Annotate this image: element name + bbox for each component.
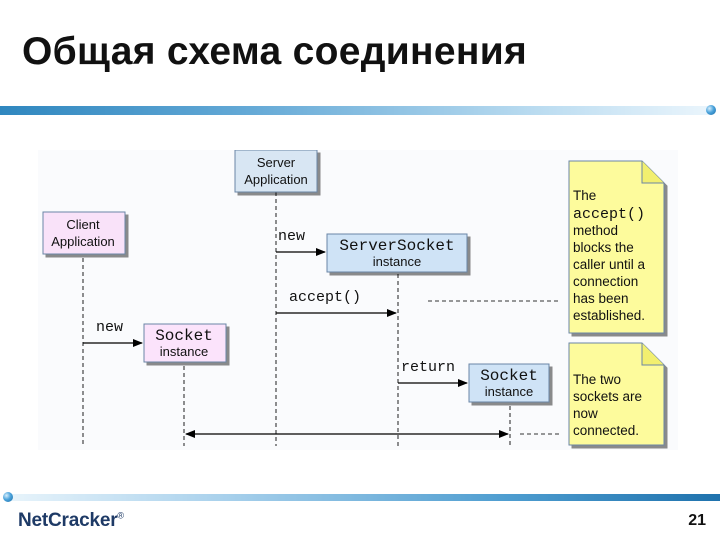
- accept-note-line6: connection: [573, 274, 638, 289]
- server-socket-label-line2: instance: [373, 254, 421, 269]
- message-return-socket-label: return: [401, 359, 455, 376]
- accept-note-line1: The: [573, 188, 596, 203]
- server-conn-socket-instance-box: Socket instance: [468, 363, 550, 403]
- slide-title: Общая схема соединения: [22, 30, 528, 73]
- server-app-label-line2: Application: [244, 172, 308, 187]
- accept-note-line8: established.: [573, 308, 645, 323]
- server-socket-instance-box: ServerSocket instance: [326, 233, 468, 273]
- netcracker-logo: NetCracker®: [18, 510, 124, 532]
- connected-note-line4: connected.: [573, 423, 639, 438]
- accept-note-line5: caller until a: [573, 257, 646, 272]
- server-socket-label-line1: ServerSocket: [339, 237, 454, 255]
- server-app-label-line1: Server: [257, 155, 296, 170]
- message-new-server-socket-label: new: [278, 228, 305, 245]
- client-socket-label-line2: instance: [160, 344, 208, 359]
- message-new-server-socket: new: [276, 228, 326, 256]
- client-socket-label-line1: Socket: [155, 327, 213, 345]
- footer-divider-dot: [3, 492, 13, 502]
- client-socket-instance-box: Socket instance: [143, 323, 227, 363]
- logo-part2: Cracker: [48, 510, 118, 531]
- server-conn-socket-label-line2: instance: [485, 384, 533, 399]
- logo-registered-mark: ®: [117, 510, 124, 521]
- page-number: 21: [688, 512, 706, 529]
- title-divider-bar: [0, 106, 710, 115]
- message-new-client-socket: new: [83, 319, 143, 347]
- message-new-client-socket-label: new: [96, 319, 123, 336]
- connected-note: The two sockets are now connected.: [568, 342, 665, 446]
- accept-note-line3: method: [573, 223, 618, 238]
- connected-note-line2: sockets are: [573, 389, 642, 404]
- message-return-socket: return: [398, 359, 468, 387]
- accept-note-line7: has been: [573, 291, 629, 306]
- server-conn-socket-label-line1: Socket: [480, 367, 538, 385]
- message-accept-call: accept(): [276, 289, 397, 317]
- accept-note-line4: blocks the: [573, 240, 634, 255]
- title-divider-dot: [706, 105, 716, 115]
- server-application-box: Server Application: [234, 150, 318, 193]
- message-accept-call-label: accept(): [289, 289, 361, 306]
- accept-note: The accept() method blocks the caller un…: [568, 160, 665, 334]
- logo-part1: Net: [18, 510, 49, 531]
- connected-note-line3: now: [573, 406, 598, 421]
- accept-note-line2: accept(): [573, 206, 645, 223]
- client-app-label-line1: Client: [66, 217, 100, 232]
- footer-divider-bar: [8, 494, 720, 501]
- client-app-label-line2: Application: [51, 234, 115, 249]
- client-application-box: Client Application: [42, 211, 126, 255]
- socket-connection-diagram: Server Application Client Application Se…: [38, 150, 678, 450]
- connected-note-line1: The two: [573, 372, 621, 387]
